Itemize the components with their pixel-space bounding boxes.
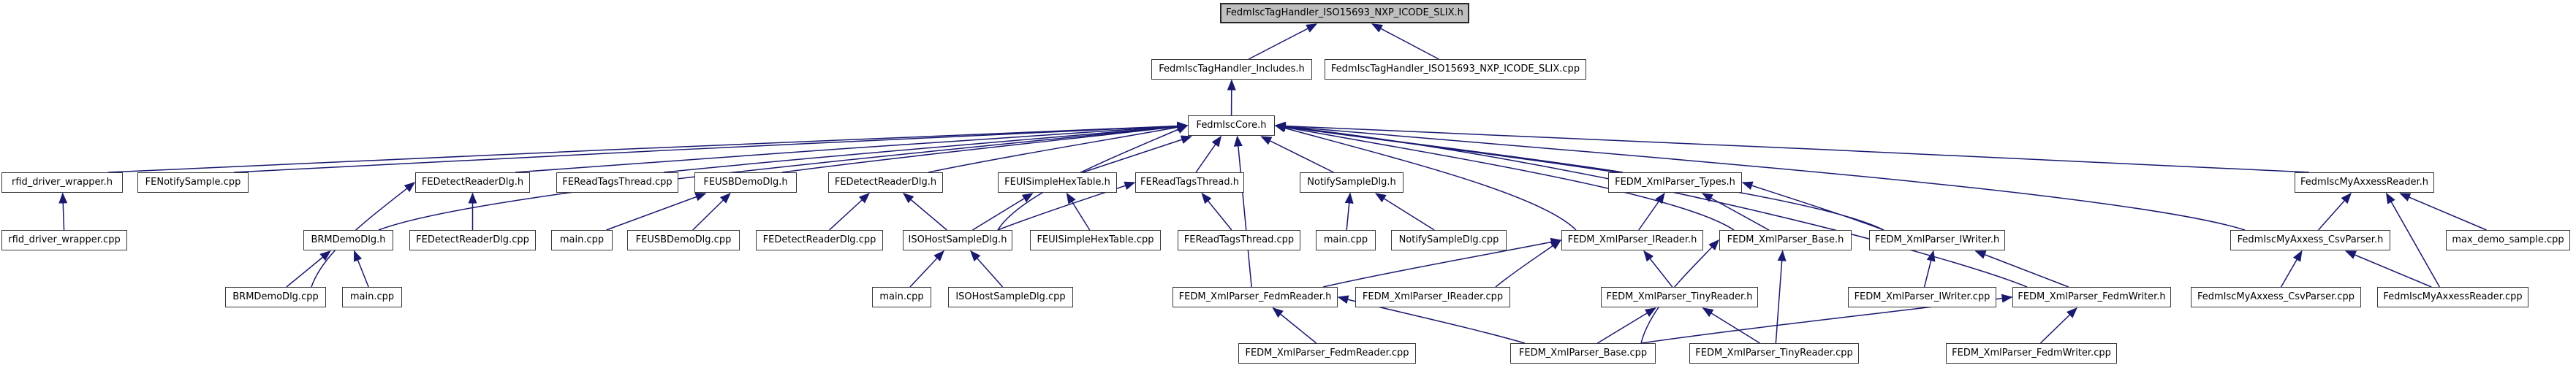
- edge-includes_h-slix_h: [1248, 23, 1318, 60]
- node-fedetect_cpp1[interactable]: FEDetectReaderDlg.cpp: [409, 230, 536, 250]
- edge-notifydlg_h-core_h: [1260, 136, 1334, 173]
- node-ireader_h[interactable]: FEDM_XmlParser_IReader.h: [1561, 230, 1703, 250]
- edge-isohost_h-fedetect_h2: [902, 193, 947, 231]
- edge-iwriter_cpp-iwriter_h: [1923, 250, 1936, 288]
- edge-ireader_h-core_h: [1274, 123, 1577, 231]
- edge-csvparser_h-core_h: [1274, 122, 2246, 231]
- edge-fedmreader_h-core_h: [1233, 135, 1252, 288]
- node-fedmwriter_cpp[interactable]: FEDM_XmlParser_FedmWriter.cpp: [1946, 343, 2117, 364]
- edge-myaxxreader_h-core_h: [1274, 121, 2310, 173]
- edge-fenotify_cpp-core_h: [233, 121, 1189, 173]
- edge-fedetect_cpp2-fedetect_h2: [829, 192, 870, 231]
- node-fedetect_h1[interactable]: FEDetectReaderDlg.h: [415, 172, 530, 193]
- node-main_a[interactable]: main.cpp: [551, 230, 613, 250]
- node-slix_h[interactable]: FedmIscTagHandler_ISO15693_NXP_ICODE_SLI…: [1220, 3, 1469, 23]
- node-fereadtags_cpp_a[interactable]: FEReadTagsThread.cpp: [556, 172, 678, 193]
- edge-isohost_cpp-isohost_h: [970, 250, 1004, 288]
- edge-tinyreader_cpp-base_h: [1775, 250, 1787, 344]
- node-isohost_h[interactable]: ISOHostSampleDlg.h: [903, 230, 1012, 250]
- edge-notifydlg_cpp-notifydlg_h: [1374, 193, 1435, 231]
- node-rfid_h[interactable]: rfid_driver_wrapper.h: [1, 172, 123, 193]
- edge-fedetect_h1-core_h: [515, 121, 1189, 173]
- edge-feuihex_h-core_h: [1083, 135, 1192, 173]
- node-base_h[interactable]: FEDM_XmlParser_Base.h: [1719, 230, 1852, 250]
- edge-main_c-brmdlg_h: [353, 250, 369, 288]
- node-feuihex_cpp[interactable]: FEUISimpleHexTable.cpp: [1030, 230, 1161, 250]
- node-brmdlg_cpp[interactable]: BRMDemoDlg.cpp: [225, 287, 326, 307]
- node-fedmwriter_h[interactable]: FEDM_XmlParser_FedmWriter.h: [2012, 287, 2171, 307]
- edge-fedmwriter_h-core_h: [1274, 122, 2028, 288]
- edge-fedmreader_h-ireader_h: [1322, 237, 1562, 288]
- node-slix_cpp[interactable]: FedmIscTagHandler_ISO15693_NXP_ICODE_SLI…: [1325, 59, 1586, 80]
- edge-rfid_cpp-rfid_h: [58, 192, 68, 231]
- node-tinyreader_cpp[interactable]: FEDM_XmlParser_TinyReader.cpp: [1689, 343, 1859, 364]
- node-notifydlg_cpp[interactable]: NotifySampleDlg.cpp: [1391, 230, 1507, 250]
- edge-base_cpp-tinyreader_h: [1596, 307, 1656, 344]
- node-feusb_h[interactable]: FEUSBDemoDlg.h: [694, 172, 797, 193]
- edge-base_h-core_h: [1274, 123, 1735, 231]
- edge-fedmwriter_h-iwriter_h: [1974, 250, 2069, 288]
- node-feuihex_h[interactable]: FEUISimpleHexTable.h: [998, 172, 1117, 193]
- node-ireader_cpp[interactable]: FEDM_XmlParser_IReader.cpp: [1355, 287, 1510, 307]
- node-main_b[interactable]: main.cpp: [1316, 230, 1376, 250]
- node-types_h[interactable]: FEDM_XmlParser_Types.h: [1608, 172, 1742, 193]
- node-csvparser_h[interactable]: FedmIscMyAxxess_CsvParser.h: [2230, 230, 2390, 250]
- edge-brmdlg_cpp-brmdlg_h: [286, 250, 331, 288]
- edge-tinyreader_cpp-tinyreader_h: [1702, 307, 1760, 344]
- edge-maxdemo_cpp-myaxxreader_h: [2399, 193, 2487, 231]
- edge-main_d-isohost_h: [909, 250, 944, 288]
- node-main_d[interactable]: main.cpp: [872, 287, 931, 307]
- edge-feuihex_cpp-feuihex_h: [1066, 192, 1091, 231]
- node-main_c[interactable]: main.cpp: [342, 287, 402, 307]
- edge-iwriter_h-types_h: [1741, 181, 1884, 231]
- node-brmdlg_h[interactable]: BRMDemoDlg.h: [303, 230, 393, 250]
- edge-csvparser_h-myaxxreader_h: [2318, 192, 2352, 231]
- node-includes_h[interactable]: FedmIscTagHandler_Includes.h: [1151, 59, 1312, 80]
- edge-isohost_h-fereadthread_h: [997, 181, 1136, 231]
- node-fereadtags_cpp_b[interactable]: FEReadTagsThread.cpp: [1178, 230, 1300, 250]
- edge-base_h-types_h: [1701, 193, 1770, 231]
- node-maxdemo_cpp[interactable]: max_demo_sample.cpp: [2446, 230, 2570, 250]
- edge-fereadtags_cpp_b-fereadthread_h: [1201, 192, 1232, 231]
- edge-feusb_cpp-feusb_h: [692, 192, 731, 231]
- edge-fedmwriter_cpp-fedmwriter_h: [2039, 307, 2077, 344]
- node-fedetect_h2[interactable]: FEDetectReaderDlg.h: [828, 172, 943, 193]
- node-fedetect_cpp2[interactable]: FEDetectReaderDlg.cpp: [756, 230, 883, 250]
- node-tinyreader_h[interactable]: FEDM_XmlParser_TinyReader.h: [1601, 287, 1758, 307]
- edge-isohost_h-feuihex_h: [972, 193, 1034, 231]
- edge-tinyreader_h-ireader_h: [1643, 250, 1673, 288]
- edge-myaxxreader_cpp-myaxxreader_h: [2386, 192, 2441, 288]
- edge-ireader_h-types_h: [1638, 192, 1665, 231]
- edge-fereadthread_h-core_h: [1195, 135, 1222, 173]
- node-feusb_cpp[interactable]: FEUSBDemoDlg.cpp: [627, 230, 740, 250]
- edge-slix_cpp-slix_h: [1371, 23, 1439, 60]
- node-fedmreader_h[interactable]: FEDM_XmlParser_FedmReader.h: [1173, 287, 1338, 307]
- edge-csvparser_cpp-csvparser_h: [2280, 250, 2303, 288]
- node-fenotify_cpp[interactable]: FENotifySample.cpp: [137, 172, 249, 193]
- edge-main_a-feusb_h: [606, 193, 707, 231]
- edge-fereadtags_cpp_a-core_h: [663, 122, 1189, 173]
- edge-fedetect_h2-core_h: [928, 123, 1189, 173]
- edge-rfid_h-core_h: [107, 121, 1189, 173]
- node-notifydlg_h[interactable]: NotifySampleDlg.h: [1300, 172, 1403, 193]
- node-rfid_cpp[interactable]: rfid_driver_wrapper.cpp: [1, 230, 127, 250]
- node-base_cpp[interactable]: FEDM_XmlParser_Base.cpp: [1510, 343, 1656, 364]
- node-fedmreader_cpp[interactable]: FEDM_XmlParser_FedmReader.cpp: [1238, 343, 1416, 364]
- edge-main_b-notifydlg_h: [1344, 192, 1354, 231]
- edge-feusb_h-core_h: [781, 122, 1189, 173]
- node-iwriter_cpp[interactable]: FEDM_XmlParser_IWriter.cpp: [1848, 287, 1996, 307]
- node-myaxxreader_cpp[interactable]: FedmIscMyAxxessReader.cpp: [2377, 287, 2528, 307]
- edge-myaxxreader_cpp-csvparser_h: [2344, 250, 2432, 288]
- edge-fedmreader_cpp-fedmreader_h: [1272, 307, 1317, 344]
- node-myaxxreader_h[interactable]: FedmIscMyAxxessReader.h: [2295, 172, 2434, 193]
- node-iwriter_h[interactable]: FEDM_XmlParser_IWriter.h: [1869, 230, 2005, 250]
- node-fereadthread_h[interactable]: FEReadTagsThread.h: [1135, 172, 1244, 193]
- node-isohost_cpp[interactable]: ISOHostSampleDlg.cpp: [948, 287, 1073, 307]
- node-csvparser_cpp[interactable]: FedmIscMyAxxess_CsvParser.cpp: [2191, 287, 2361, 307]
- node-core_h[interactable]: FedmIscCore.h: [1188, 115, 1275, 136]
